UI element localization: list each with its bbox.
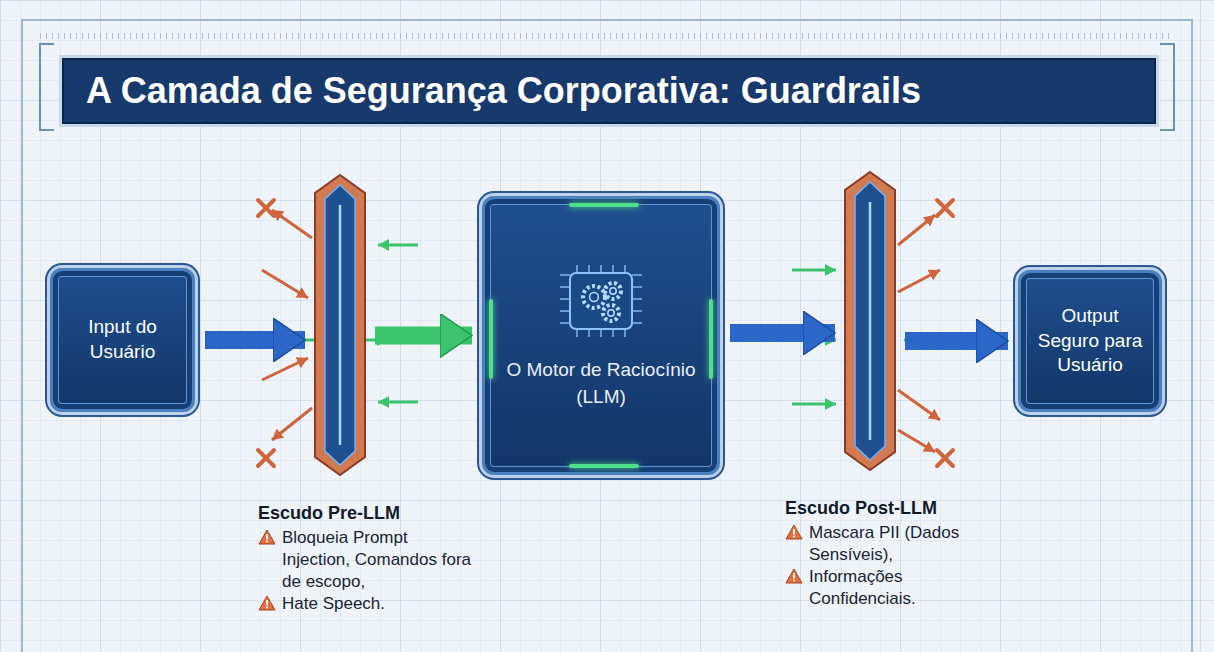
warning-item: Bloqueia Prompt Injection, Comandos fora… [258,527,478,593]
node-label: Output Seguro para Usuário [1035,304,1145,378]
shield-note: Informações Confidenciais. [809,566,1010,610]
block-mark [937,450,953,466]
deflect-arrow [262,358,308,380]
deflect-arrow [272,210,312,238]
shield-bar: Escudo Pre-LLMBloqueia Prompt Injection,… [315,175,365,475]
pass-arrow [378,244,418,247]
shield-note: Hate Speech. [282,593,385,615]
glow-bar [489,299,493,379]
node-label: Input do Usuário [67,315,178,364]
glow-bar [709,299,713,379]
glow-bar [569,464,639,468]
block-mark [258,450,274,466]
input-box: Input do Usuário [50,268,195,412]
deflect-arrow [898,215,935,245]
shield-outline [315,175,365,475]
frame [22,20,1192,652]
deflect-arrow [898,270,940,292]
block-mark [258,200,274,216]
shield-note: Mascara PII (Dados Sensíveis), [809,522,1010,566]
deflect-arrow [898,390,940,420]
warning-icon [785,568,803,584]
llm-engine-box: O Motor de Raciocínio (LLM) [482,196,720,475]
node-label: O Motor de Raciocínio (LLM) [499,357,703,410]
shield-bar: Escudo Post-LLMMascara PII (Dados Sensív… [845,172,895,470]
chip-icon [556,261,646,341]
pass-arrow [792,403,836,406]
shield-caption: Escudo Post-LLM Mascara PII (Dados Sensív… [785,498,1010,610]
deflect-arrow [262,270,308,298]
flow-arrow [375,327,472,345]
bracket [1160,44,1174,130]
deflect-arrow [272,408,312,440]
title-banner: A Camada de Segurança Corporativa: Guard… [62,58,1156,124]
flow-arrow [205,331,305,349]
warning-icon [785,524,803,540]
warning-item: Mascara PII (Dados Sensíveis), [785,522,1010,566]
flow-arrow [905,332,1008,350]
shield-outline [845,172,895,470]
pass-arrow [378,401,418,404]
warning-item: Hate Speech. [258,593,478,615]
bracket [40,44,54,130]
flow-arrow [730,324,835,342]
ruler [40,33,1174,39]
block-mark [937,200,953,216]
glow-bar [569,203,639,207]
shield-note: Bloqueia Prompt Injection, Comandos fora… [282,527,478,593]
shield-caption: Escudo Pre-LLM Bloqueia Prompt Injection,… [258,503,478,615]
pass-arrow [792,269,836,272]
shield-heading: Escudo Pre-LLM [258,503,478,524]
title: A Camada de Segurança Corporativa: Guard… [64,70,921,112]
deflect-arrow [898,430,935,452]
shield-heading: Escudo Post-LLM [785,498,1010,519]
warning-item: Informações Confidenciais. [785,566,1010,610]
warning-icon [258,595,276,611]
warning-icon [258,529,276,545]
output-box: Output Seguro para Usuário [1018,270,1162,412]
